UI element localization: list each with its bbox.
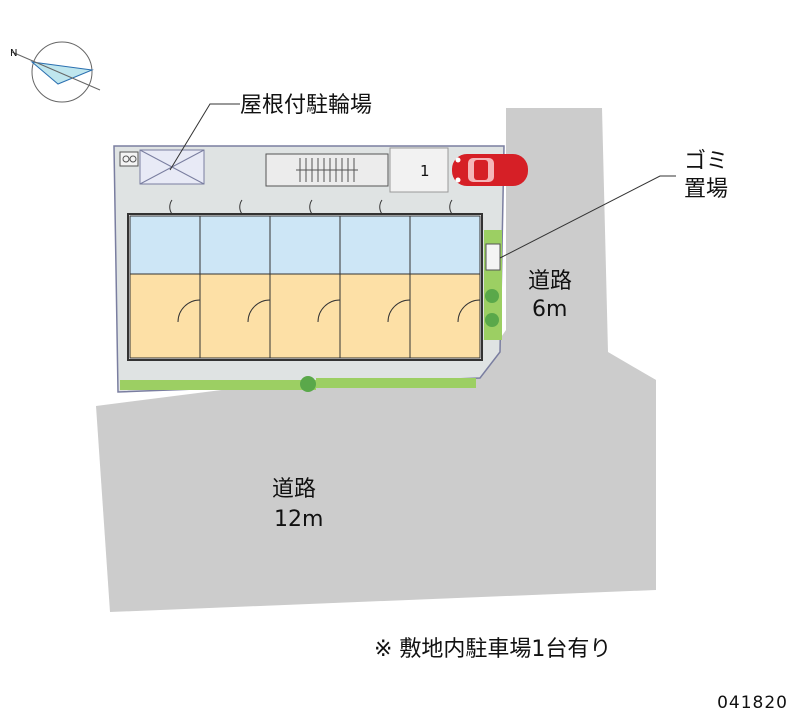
property-code: 041820 (717, 693, 788, 713)
compass-icon: N (10, 41, 101, 103)
garbage-label-line2: 置場 (684, 177, 728, 202)
tree-icon (300, 376, 316, 392)
car-icon (452, 154, 528, 186)
parking-space (389, 147, 449, 193)
stair-steps (296, 158, 358, 182)
bike-leader-line (169, 103, 240, 171)
south-planting-2 (316, 378, 476, 388)
unit-3 (269, 215, 341, 359)
garbage-label-line1: ゴミ (684, 149, 728, 174)
garbage-leader-line (499, 175, 676, 259)
side-road-width: 6m (532, 297, 567, 322)
garbage-area (485, 243, 501, 271)
bike-parking-label: 屋根付駐輪場 (240, 93, 372, 118)
south-planting (120, 380, 316, 390)
main-road-label: 道路 (272, 477, 316, 502)
tree-icon (485, 313, 499, 327)
unit-5 (409, 215, 481, 359)
side-road-label: 道路 (528, 269, 572, 294)
tree-icon (485, 289, 499, 303)
parking-slot-number: 1 (420, 162, 430, 180)
unit-1 (129, 215, 201, 359)
main-road-width: 12m (274, 507, 323, 532)
svg-text:N: N (10, 48, 17, 59)
parking-note: ※ 敷地内駐車場1台有り (374, 637, 611, 662)
unit-2 (199, 215, 271, 359)
main-road (96, 356, 656, 612)
unit-4 (339, 215, 411, 359)
entrance-doors (169, 199, 453, 215)
side-road (488, 108, 656, 380)
